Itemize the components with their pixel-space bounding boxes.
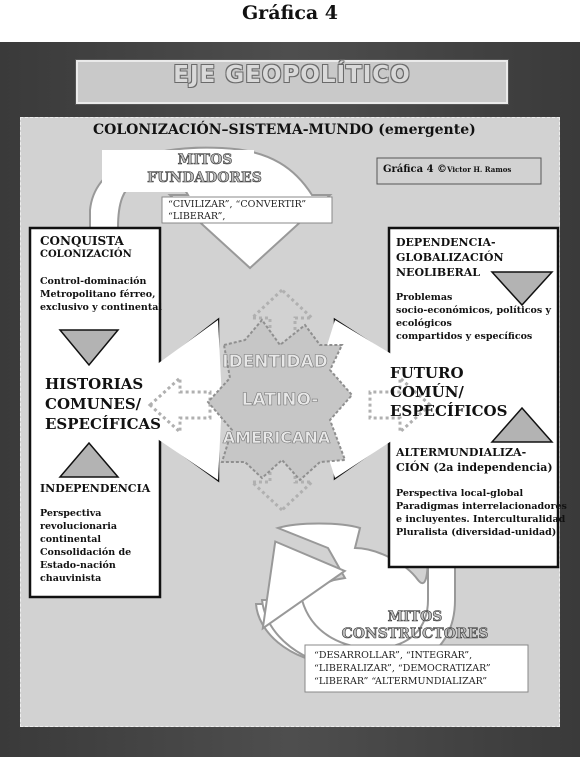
right-heading-2: GLOBALIZACIÓN — [396, 251, 504, 264]
left-lower-1: Perspectiva — [40, 508, 102, 519]
left-heading-2: COLONIZACIÓN — [40, 249, 132, 260]
banner-box — [76, 60, 508, 104]
right-lower-4: Pluralista (diversidad-unidad) — [396, 527, 557, 538]
left-heading-1: CONQUISTA — [40, 234, 124, 248]
center-line-3: AMERICANA — [222, 428, 331, 448]
left-lower-2: revolucionaria — [40, 521, 117, 532]
right-lower-3: e incluyentes. Interculturalidad — [396, 514, 566, 525]
right-desc-4: compartidos y específicos — [396, 331, 533, 342]
right-lower-heading-1: ALTERMUNDIALIZA- — [396, 446, 527, 459]
left-lower-4: Consolidación de — [40, 547, 132, 558]
right-desc-3: ecológicos — [396, 318, 452, 329]
right-heading-1: DEPENDENCIA- — [396, 236, 496, 249]
left-desc-2: Metropolitano férreo, — [40, 289, 156, 300]
top-arrow-quote-2: “LIBERAR”, — [168, 211, 226, 222]
left-center-1: HISTORIAS — [45, 375, 144, 393]
top-label-box — [102, 150, 254, 192]
center-line-1: IDENTIDAD — [222, 352, 328, 373]
top-arrow-title-1: MITOS — [177, 152, 233, 169]
right-down-triangle — [490, 271, 554, 307]
left-box-arrow-tip — [156, 320, 222, 480]
left-lower-5: Estado-nación — [40, 560, 116, 571]
left-desc-1: Control-dominación — [40, 276, 147, 287]
left-lower-6: chauvinista — [40, 573, 102, 584]
bottom-arrow-title-1: MITOS — [387, 609, 443, 626]
right-up-triangle — [490, 406, 554, 443]
right-lower-heading-2: CIÓN (2a independencia) — [396, 461, 553, 474]
left-down-triangle — [58, 329, 120, 367]
left-center-2: COMUNES/ — [45, 395, 142, 413]
right-center-3: ESPECÍFICOS — [390, 402, 508, 420]
top-arrow-quote-1: “CIVILIZAR”, “CONVERTIR” — [168, 199, 307, 210]
credit-box — [376, 157, 542, 185]
top-quotes-box — [161, 196, 333, 224]
right-lower-2: Paradigmas interrelacionadores — [396, 501, 567, 512]
top-arrow-title-2: FUNDADORES — [147, 170, 262, 187]
bottom-arrow-quote-1: “DESARROLLAR”, “INTEGRAR”, — [314, 650, 473, 661]
right-center-1: FUTURO — [390, 364, 464, 382]
left-desc-3: exclusivo y continental — [40, 302, 162, 313]
credit-label: Gráfica 4 ©Victor H. Ramos — [383, 164, 511, 175]
center-line-2: LATINO- — [241, 390, 319, 411]
right-desc-1: Problemas — [396, 292, 453, 303]
banner-title: EJE GEOPOLÍTICO — [173, 62, 411, 88]
right-heading-3: NEOLIBERAL — [396, 266, 480, 279]
credit-author: Victor H. Ramos — [447, 165, 512, 174]
right-desc-2: socio-económicos, políticos y — [396, 305, 552, 316]
bottom-arrow-title-2: CONSTRUCTORES — [341, 626, 489, 643]
diagram-subtitle: COLONIZACIÓN–SISTEMA-MUNDO (emergente) — [93, 122, 476, 138]
center-star — [206, 318, 354, 482]
left-lower-3: continental — [40, 534, 102, 545]
left-up-triangle — [58, 441, 120, 478]
left-center-3: ESPECÍFICAS — [45, 415, 162, 433]
right-center-2: COMÚN/ — [390, 383, 464, 401]
bottom-arrow-quote-3: “LIBERAR” “ALTERMUNDIALIZAR” — [314, 676, 488, 687]
bottom-quotes-box — [304, 644, 529, 693]
page-title: Gráfica 4 — [241, 2, 339, 24]
bottom-arrow-head — [261, 540, 347, 631]
bottom-arrow-quote-2: “LIBERALIZAR”, “DEMOCRATIZAR” — [314, 663, 491, 674]
left-lower-heading: INDEPENDENCIA — [40, 482, 151, 495]
right-lower-1: Perspectiva local-global — [396, 488, 524, 499]
credit-prefix: Gráfica 4 © — [383, 164, 448, 175]
